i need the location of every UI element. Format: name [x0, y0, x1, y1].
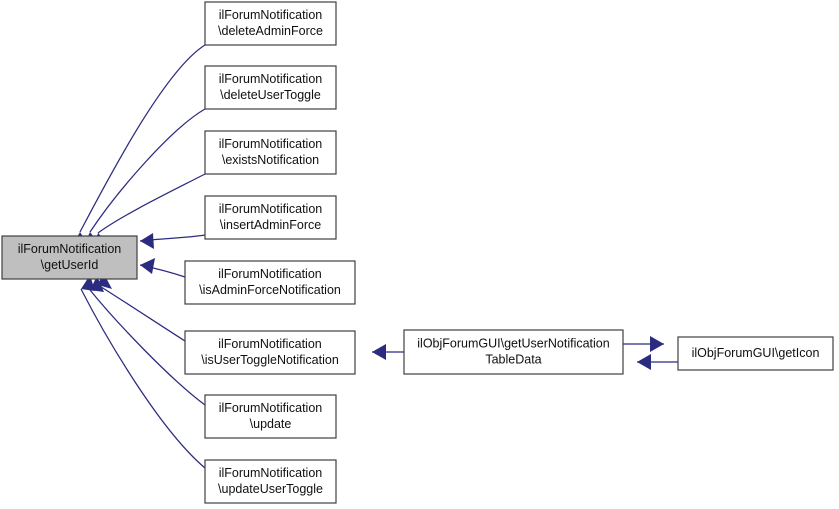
node-label-line: ilForumNotification: [219, 137, 323, 151]
node-label-line: ilForumNotification: [219, 72, 323, 86]
arrowhead-icon: [650, 336, 664, 352]
edge-line: [79, 44, 206, 233]
edge-line: [89, 289, 206, 406]
call-edge: [139, 258, 186, 278]
node-label-line: ilForumNotification: [218, 337, 322, 351]
graph-node-getIcon[interactable]: ilObjForumGUI\getIcon: [677, 336, 834, 371]
node-label-line: \update: [250, 417, 292, 431]
arrowhead-icon: [81, 275, 95, 291]
arrowhead-icon: [140, 233, 154, 249]
node-box[interactable]: [403, 329, 624, 375]
call-edge: [97, 272, 186, 342]
node-label-line: ilForumNotification: [219, 466, 323, 480]
call-edge: [637, 354, 678, 370]
node-label-line: \isAdminForceNotification: [199, 283, 341, 297]
arrowhead-icon: [637, 354, 651, 370]
node-label-line: \deleteUserToggle: [220, 88, 321, 102]
graph-node-deleteAdminForce[interactable]: ilForumNotification \deleteAdminForce: [204, 1, 337, 46]
graph-node-updateUserToggle[interactable]: ilForumNotification \updateUserToggle: [204, 459, 337, 504]
node-box[interactable]: [204, 394, 337, 439]
node-label-line: ilForumNotification: [18, 242, 122, 256]
node-label-line: ilForumNotification: [219, 401, 323, 415]
node-box[interactable]: [204, 1, 337, 46]
call-edge: [82, 108, 206, 249]
call-edge: [80, 275, 206, 469]
node-label-line: ilObjForumGUI\getUserNotification: [417, 336, 609, 350]
arrowhead-icon: [372, 344, 386, 360]
node-box[interactable]: [204, 195, 337, 240]
graph-node-isUserToggleNotification[interactable]: ilForumNotification \isUserToggleNotifica…: [184, 330, 356, 375]
call-edge: [139, 233, 206, 249]
node-box[interactable]: [204, 130, 337, 175]
graph-node-isAdminForceNotification[interactable]: ilForumNotification \isAdminForceNotifica…: [184, 260, 356, 305]
call-edge: [372, 344, 404, 360]
node-box[interactable]: [677, 336, 834, 371]
node-label-line: \updateUserToggle: [218, 482, 323, 496]
graph-node-getUserNotificationTableData[interactable]: ilObjForumGUI\getUserNotificationTableDa…: [403, 329, 624, 375]
node-label-line: \isUserToggleNotification: [201, 353, 339, 367]
graph-node-update[interactable]: ilForumNotification \update: [204, 394, 337, 439]
node-label-line: ilObjForumGUI\getIcon: [692, 346, 820, 360]
edge-line: [89, 108, 206, 233]
node-box[interactable]: [184, 260, 356, 305]
graph-node-existsNotification[interactable]: ilForumNotification \existsNotification: [204, 130, 337, 175]
node-box[interactable]: [204, 459, 337, 504]
node-box[interactable]: [184, 330, 356, 375]
edge-line: [80, 288, 206, 469]
call-edge: [623, 336, 664, 352]
node-label-line: ilForumNotification: [218, 267, 322, 281]
arrowhead-icon: [140, 258, 155, 274]
graph-node-insertAdminForce[interactable]: ilForumNotification \insertAdminForce: [204, 195, 337, 240]
node-label-line: ilForumNotification: [219, 202, 323, 216]
node-box[interactable]: [204, 65, 337, 110]
node-label-line: \deleteAdminForce: [218, 24, 323, 38]
graph-node-getUserId[interactable]: ilForumNotification \getUserId: [1, 235, 138, 280]
node-label-line: \existsNotification: [222, 153, 319, 167]
edges-layer: [71, 44, 678, 469]
graph-node-deleteUserToggle[interactable]: ilForumNotification \deleteUserToggle: [204, 65, 337, 110]
node-box[interactable]: [1, 235, 138, 280]
edge-line: [97, 173, 206, 234]
node-label-line: TableData: [485, 352, 541, 366]
node-label-line: \getUserId: [41, 258, 99, 272]
edge-line: [97, 284, 186, 342]
node-label-line: ilForumNotification: [219, 8, 323, 22]
call-edge: [71, 44, 206, 248]
node-label-line: \insertAdminForce: [220, 218, 321, 232]
